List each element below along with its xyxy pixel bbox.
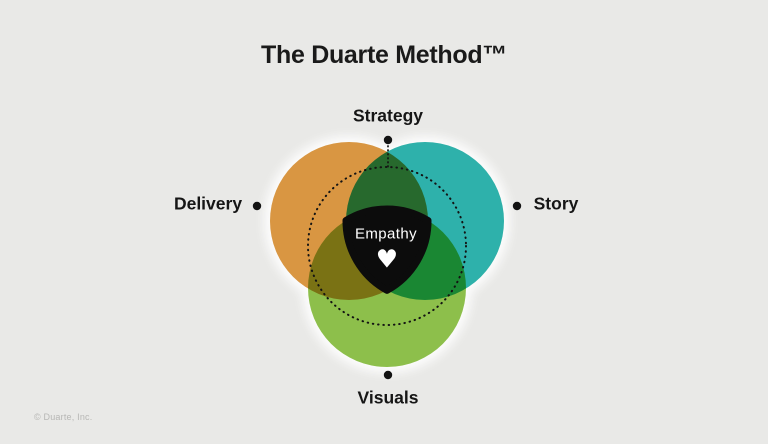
strategy-dotted-ring: [307, 166, 467, 326]
strategy-marker-dot: [383, 135, 393, 145]
copyright-text: © Duarte, Inc.: [34, 412, 93, 422]
empathy-center-shape: [342, 205, 432, 294]
heart-icon: ♥: [375, 244, 399, 274]
label-empathy: Empathy: [355, 225, 417, 243]
label-delivery: Delivery: [173, 193, 243, 214]
label-strategy: Strategy: [352, 105, 424, 126]
label-visuals: Visuals: [357, 387, 419, 408]
page-title: The Duarte Method™: [261, 41, 507, 69]
story-marker-dot: [512, 201, 522, 211]
label-story: Story: [533, 193, 579, 214]
delivery-marker-dot: [252, 201, 262, 211]
visuals-marker-dot: [383, 370, 393, 380]
